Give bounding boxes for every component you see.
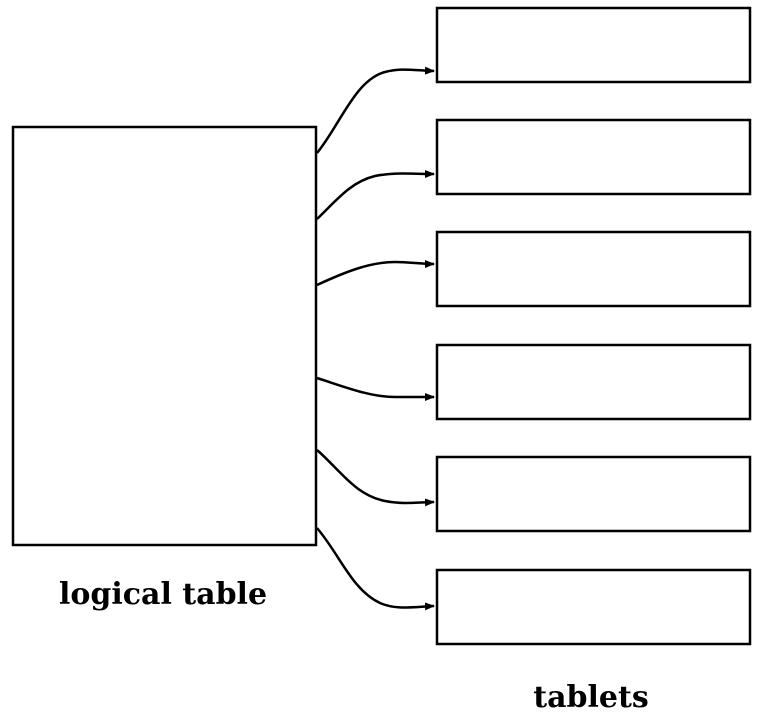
- tablets-label: tablets: [533, 680, 649, 715]
- arrow-to-tablet-5: [316, 449, 435, 507]
- arrow-to-tablet-6: [316, 527, 435, 611]
- arrow-to-tablet-3: [316, 259, 435, 287]
- arrow-to-tablet-1: [316, 66, 435, 154]
- tablet-box-4: [435, 343, 752, 421]
- logical-table-label: logical table: [59, 577, 267, 612]
- tablets-group: [435, 6, 752, 646]
- arrow-to-tablet-2: [316, 169, 435, 220]
- arrow-to-tablet-4: [316, 376, 435, 401]
- tablet-box-2: [435, 118, 752, 196]
- tablet-box-3: [435, 230, 752, 308]
- tablet-box-5: [435, 455, 752, 533]
- tablet-box-1: [435, 6, 752, 84]
- logical-table-box: [11, 125, 318, 547]
- tablet-box-6: [435, 568, 752, 646]
- arrows-group: [316, 66, 435, 611]
